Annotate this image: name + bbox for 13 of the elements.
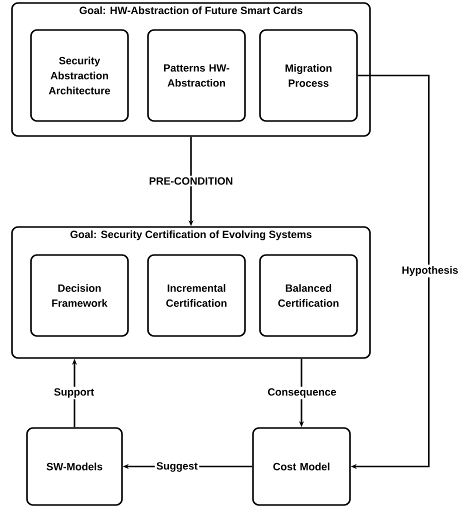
process-box: Cost Model [252,427,351,506]
edge-label: PRE-CONDITION [148,176,234,186]
process-box: Decision Framework [30,254,129,337]
process-box: Security Abstraction Architecture [30,29,129,122]
edge-label: Hypothesis [400,264,460,278]
edge-label: Suggest [154,460,200,474]
process-box: SW-Models [26,427,123,506]
process-box: Migration Process [259,29,358,122]
process-box: Incremental Certification [147,254,246,337]
process-box: Balanced Certification [259,254,358,337]
edge-label: Support [52,386,96,400]
edge-label: Consequence [266,386,338,400]
process-box: Patterns HW-Abstraction [147,29,246,122]
